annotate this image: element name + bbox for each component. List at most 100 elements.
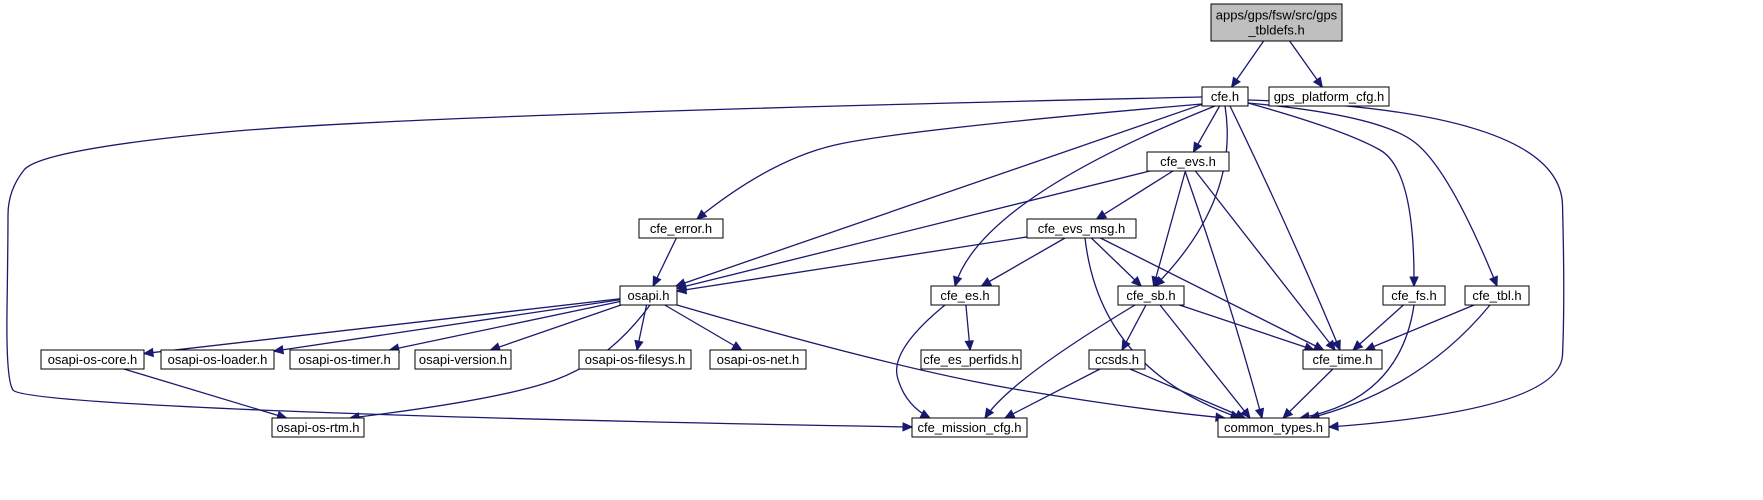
node-box	[40, 349, 145, 370]
node-box	[1026, 218, 1137, 239]
node-box	[1117, 285, 1185, 306]
arrowhead	[1254, 407, 1265, 420]
edge-cfe-to-cfe_error	[696, 103, 1203, 220]
arrowhead	[675, 284, 688, 295]
edge-cfe_evs-to-cfe_sb	[1151, 170, 1187, 288]
arrowhead	[980, 277, 993, 287]
edge-cfe-to-cfe_es	[953, 105, 1216, 288]
edge-cfe_evs_msg-to-cfe_es	[980, 237, 1066, 287]
arrowhead	[1325, 339, 1336, 351]
node-cfe-es[interactable]: cfe_es.h	[930, 285, 1000, 306]
arrowhead	[902, 422, 914, 432]
node-root[interactable]: apps/gps/fsw/src/gps_tbldefs.h	[1210, 3, 1343, 42]
arrowhead	[1003, 409, 1016, 419]
edge-root-to-gps_platform	[1289, 40, 1323, 89]
node-os-rtm[interactable]: osapi-os-rtm.h	[271, 417, 365, 438]
node-os-version[interactable]: osapi-version.h	[414, 349, 512, 370]
node-cfe-es-perfids[interactable]: cfe_es_perfids.h	[920, 349, 1022, 370]
edge-cfe_error-to-osapi	[652, 237, 677, 288]
node-cfe-fs[interactable]: cfe_fs.h	[1382, 285, 1446, 306]
node-label: osapi-os-filesys.h	[585, 352, 685, 367]
arrowhead	[1130, 275, 1143, 287]
arrowhead	[1312, 76, 1323, 89]
node-label: gps_platform_cfg.h	[1274, 89, 1385, 104]
arrowhead	[142, 347, 154, 358]
node-os-timer[interactable]: osapi-os-timer.h	[289, 349, 400, 370]
arrowhead	[696, 209, 708, 220]
node-cfe-tbl[interactable]: cfe_tbl.h	[1464, 285, 1530, 306]
node-label: cfe_fs.h	[1391, 288, 1437, 303]
arrowhead	[1409, 276, 1419, 288]
node-box	[1088, 349, 1146, 370]
arrowhead	[953, 275, 963, 288]
arrowhead	[1364, 341, 1377, 351]
node-os-net[interactable]: osapi-os-net.h	[709, 349, 807, 370]
node-cfe-error[interactable]: cfe_error.h	[638, 218, 724, 239]
node-label: _tbldefs.h	[1247, 23, 1304, 38]
node-box	[578, 349, 692, 370]
edge-ccsds-to-common_types	[1129, 368, 1247, 419]
node-box	[1217, 417, 1330, 438]
arrowhead	[1331, 339, 1341, 352]
node-label: cfe_evs_msg.h	[1038, 221, 1125, 236]
edge-cfe_evs_msg-to-cfe_sb	[1090, 237, 1143, 287]
node-label: osapi-os-core.h	[48, 352, 138, 367]
node-label: cfe.h	[1211, 89, 1239, 104]
node-osapi[interactable]: osapi.h	[619, 285, 678, 306]
node-ccsds[interactable]: ccsds.h	[1088, 349, 1146, 370]
node-label: cfe_time.h	[1313, 352, 1373, 367]
node-box	[930, 285, 1000, 306]
node-os-loader[interactable]: osapi-os-loader.h	[160, 349, 275, 370]
node-box	[1302, 349, 1383, 370]
node-label: osapi-os-timer.h	[298, 352, 390, 367]
edge-cfe-to-cfe_mission	[6, 96, 1203, 432]
node-os-filesys[interactable]: osapi-os-filesys.h	[578, 349, 692, 370]
arrowhead	[634, 339, 644, 352]
node-os-core[interactable]: osapi-os-core.h	[40, 349, 145, 370]
arrowhead	[1312, 341, 1325, 351]
node-common-types[interactable]: common_types.h	[1217, 417, 1330, 438]
edge-cfe_sb-to-common_types	[1159, 304, 1251, 419]
node-box	[271, 417, 365, 438]
arrowhead	[1327, 421, 1339, 432]
node-box	[289, 349, 400, 370]
edge-cfe_evs_msg-to-osapi	[675, 236, 1028, 295]
node-cfe-mission[interactable]: cfe_mission_cfg.h	[911, 417, 1028, 438]
arrowhead	[1240, 407, 1251, 419]
node-cfe-evs-msg[interactable]: cfe_evs_msg.h	[1026, 218, 1137, 239]
arrowhead	[652, 275, 662, 288]
node-label: cfe_sb.h	[1126, 288, 1175, 303]
node-box	[1210, 3, 1343, 42]
edge-cfe_evs-to-cfe_time	[1194, 170, 1336, 351]
arrowhead	[1352, 340, 1364, 351]
node-cfe[interactable]: cfe.h	[1201, 86, 1249, 107]
edge-cfe-to-cfe_evs	[1192, 105, 1221, 154]
node-label: osapi-os-loader.h	[168, 352, 268, 367]
node-label: cfe_mission_cfg.h	[917, 420, 1021, 435]
node-box	[1201, 86, 1249, 107]
edge-cfe_evs-to-common_types	[1184, 170, 1265, 420]
node-box	[619, 285, 678, 306]
edge-os_core-to-os_rtm	[123, 368, 288, 420]
node-label: osapi-version.h	[419, 352, 507, 367]
edge-cfe-to-osapi	[674, 103, 1203, 288]
arrowhead	[1095, 209, 1108, 220]
edge-cfe_evs-to-cfe_evs_msg	[1095, 170, 1174, 220]
node-box	[1464, 285, 1530, 306]
arrowhead	[1282, 407, 1294, 419]
arrowhead	[984, 407, 995, 420]
edge-cfe-to-common_types	[1247, 99, 1565, 432]
node-label: osapi-os-net.h	[717, 352, 799, 367]
node-cfe-time[interactable]: cfe_time.h	[1302, 349, 1383, 370]
edge-cfe_time-to-common_types	[1282, 368, 1334, 419]
dependency-edges	[6, 40, 1565, 432]
node-gps-platform[interactable]: gps_platform_cfg.h	[1268, 86, 1390, 107]
arrowhead	[1230, 76, 1241, 89]
arrowhead	[731, 341, 743, 351]
node-box	[709, 349, 807, 370]
arrowhead	[1489, 275, 1498, 288]
node-label: cfe_es_perfids.h	[923, 352, 1018, 367]
node-cfe-evs[interactable]: cfe_evs.h	[1146, 151, 1230, 172]
node-cfe-sb[interactable]: cfe_sb.h	[1117, 285, 1185, 306]
node-box	[1268, 86, 1390, 107]
